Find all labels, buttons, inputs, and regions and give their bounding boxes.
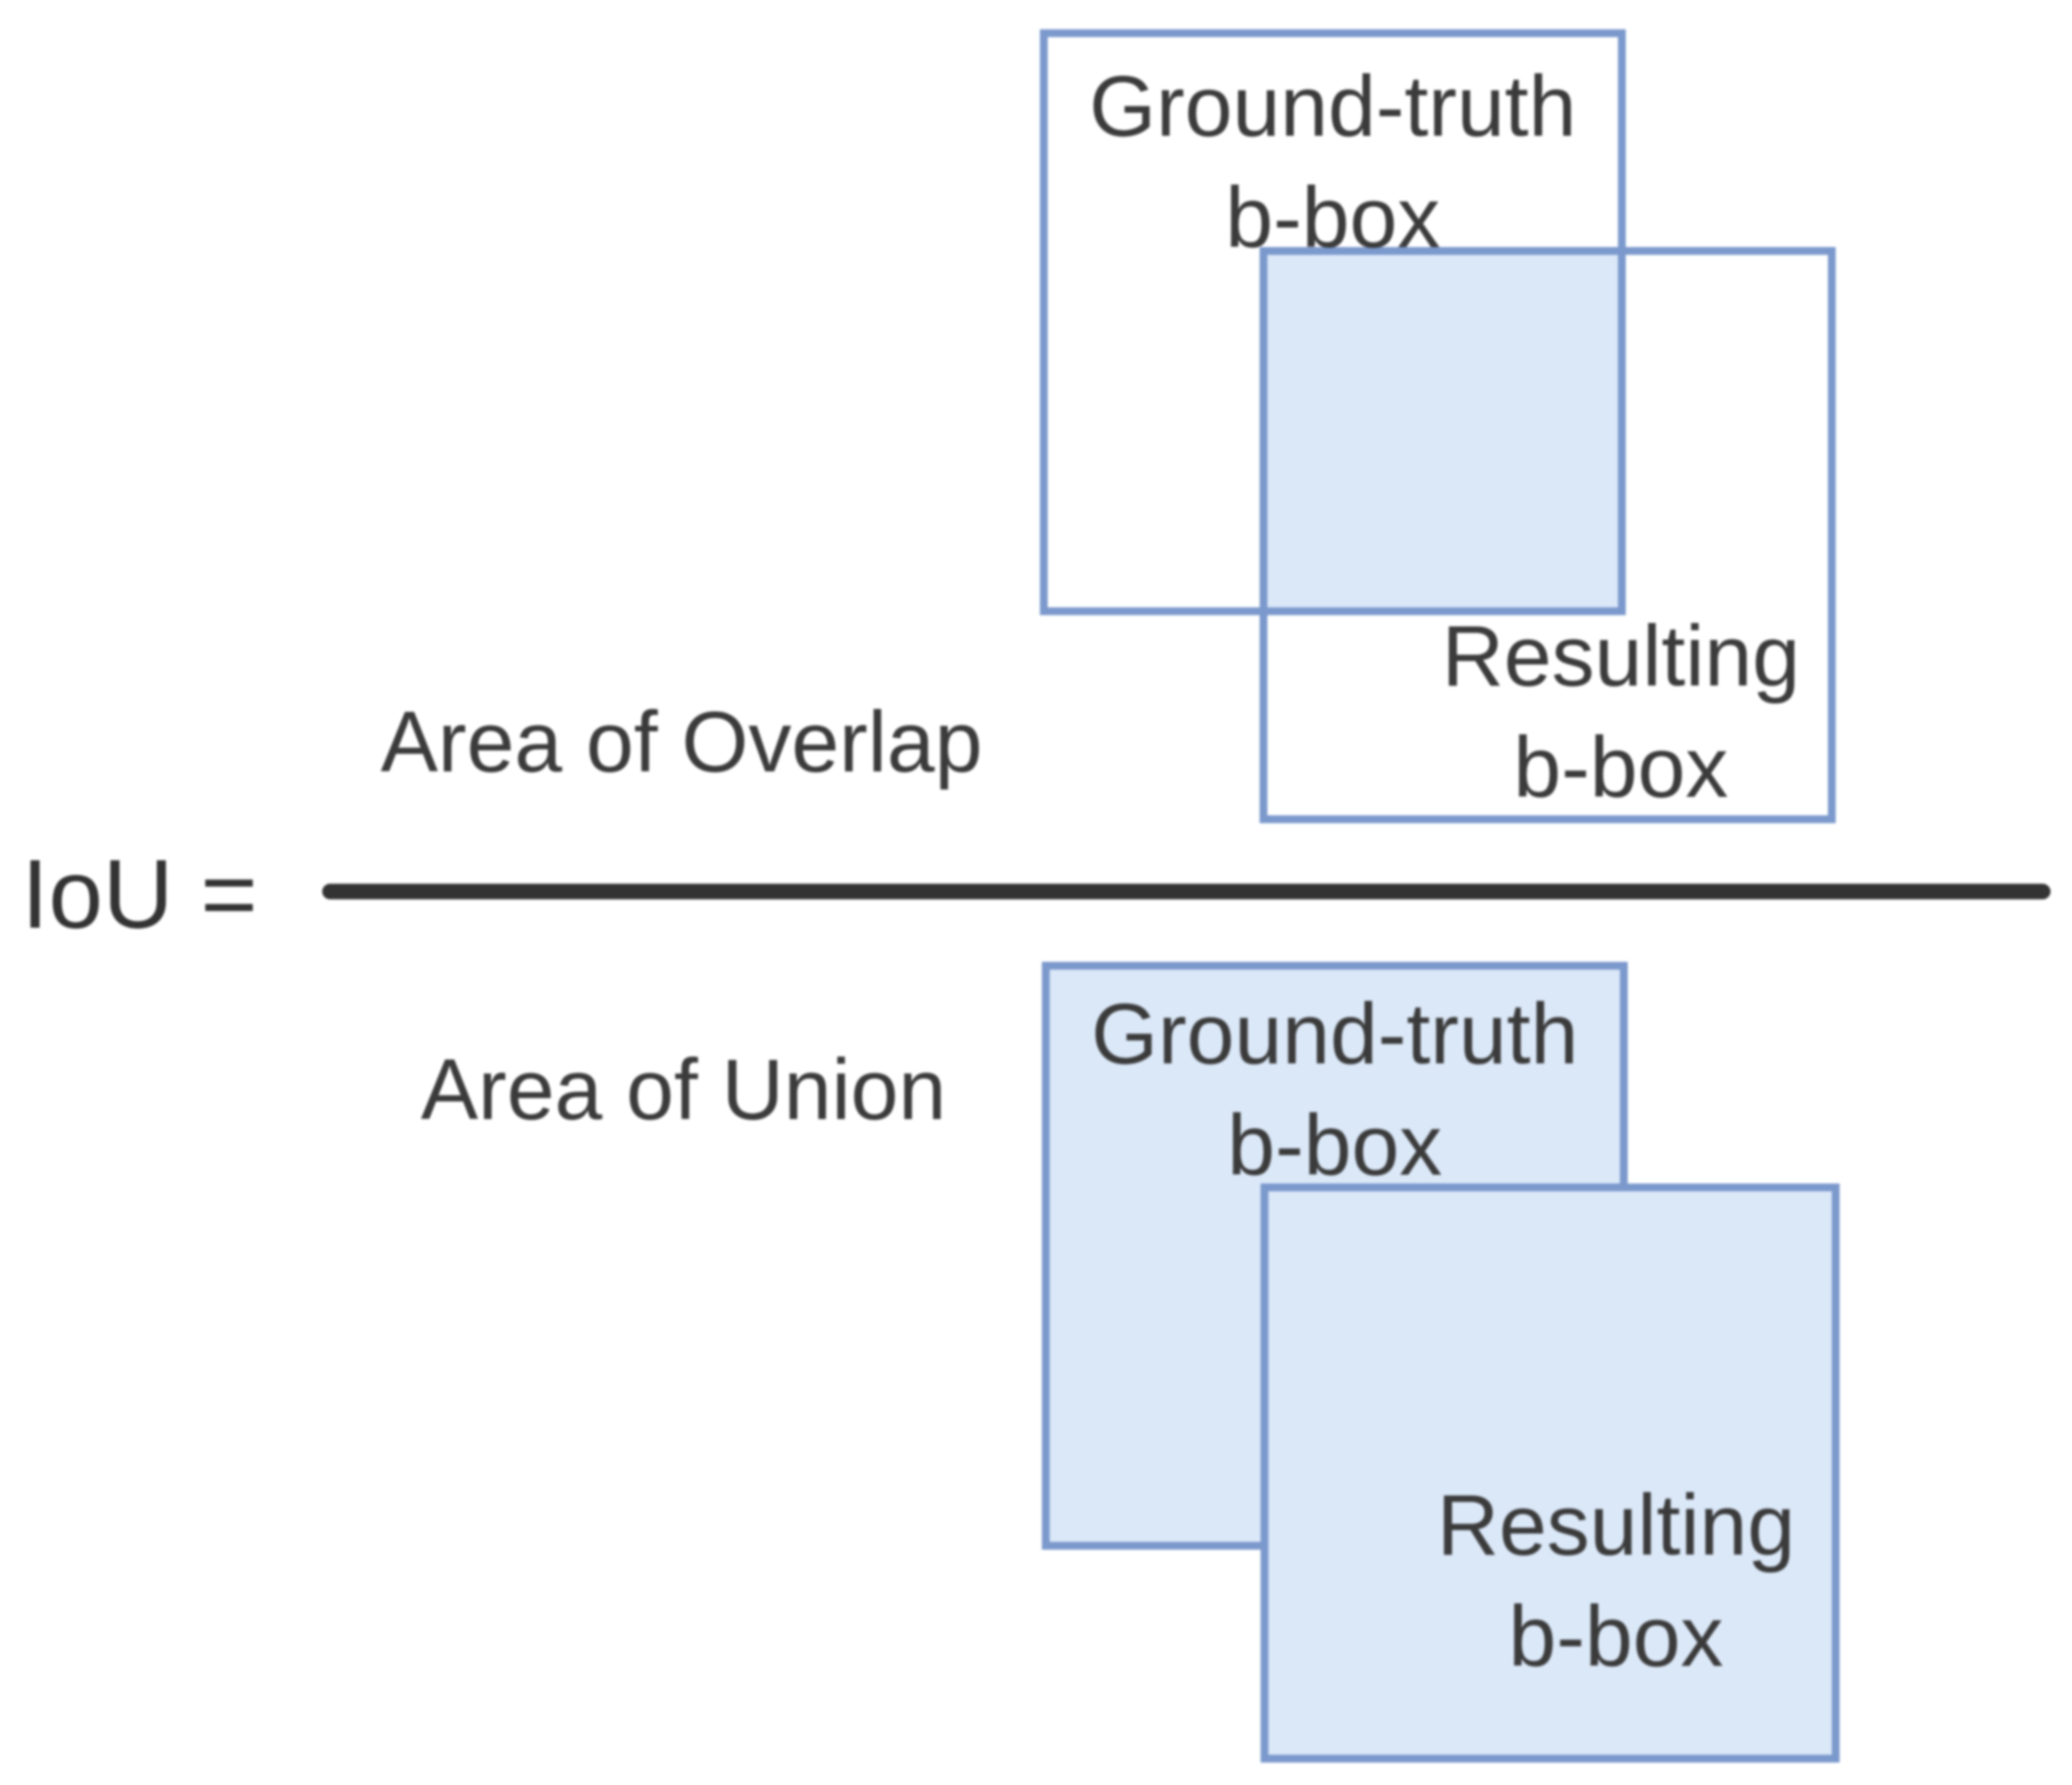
ground-truth-box-label: Ground-truth b-box	[1091, 985, 1579, 1193]
ground-truth-box-outline	[1040, 29, 1626, 615]
resulting-box-filled	[1261, 1183, 1840, 1763]
resulting-box-outline	[1260, 247, 1836, 823]
resulting-box-label: Resulting b-box	[1436, 1476, 1796, 1684]
numerator-label: Area of Overlap	[380, 693, 983, 790]
fraction-bar	[322, 884, 2051, 899]
denominator-label: Area of Union	[420, 1041, 947, 1138]
overlap-region	[1260, 247, 1626, 615]
ground-truth-box-label: Ground-truth b-box	[1089, 58, 1577, 266]
resulting-box-label: Resulting b-box	[1441, 607, 1801, 815]
iou-equals-text: IoU =	[21, 840, 258, 949]
